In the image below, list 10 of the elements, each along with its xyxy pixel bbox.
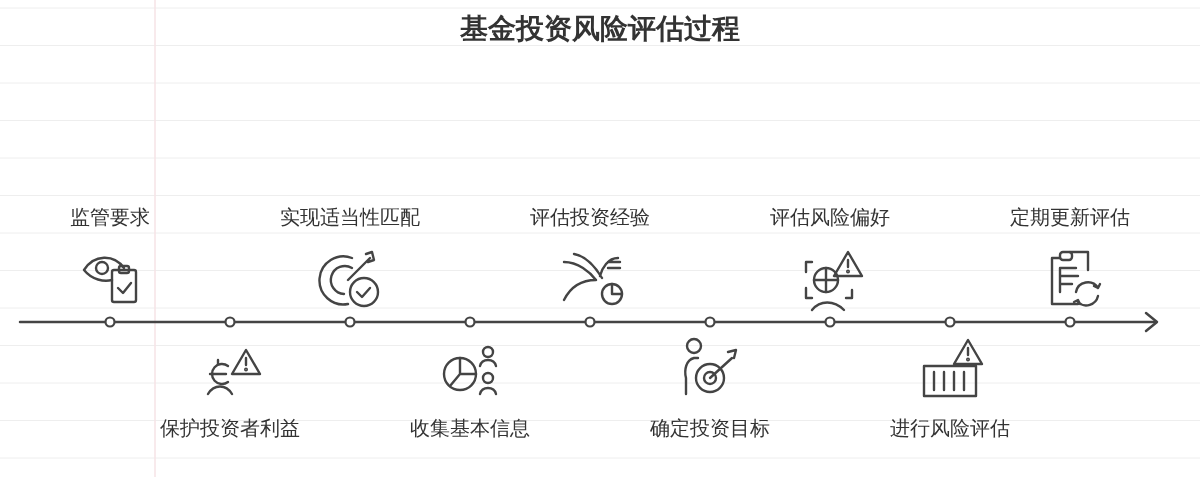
- milestone-label: 收集基本信息: [360, 415, 580, 441]
- milestone-label: 保护投资者利益: [120, 415, 340, 441]
- milestone-label: 实现适当性匹配: [240, 204, 460, 230]
- milestone-label: 定期更新评估: [960, 204, 1180, 230]
- milestone-label: 评估风险偏好: [720, 204, 940, 230]
- milestone-label: 确定投资目标: [600, 415, 820, 441]
- milestone-label: 进行风险评估: [840, 415, 1060, 441]
- milestone-label: 监管要求: [0, 204, 220, 230]
- title: 基金投资风险评估过程: [459, 11, 741, 47]
- milestone-label: 评估投资经验: [480, 204, 700, 230]
